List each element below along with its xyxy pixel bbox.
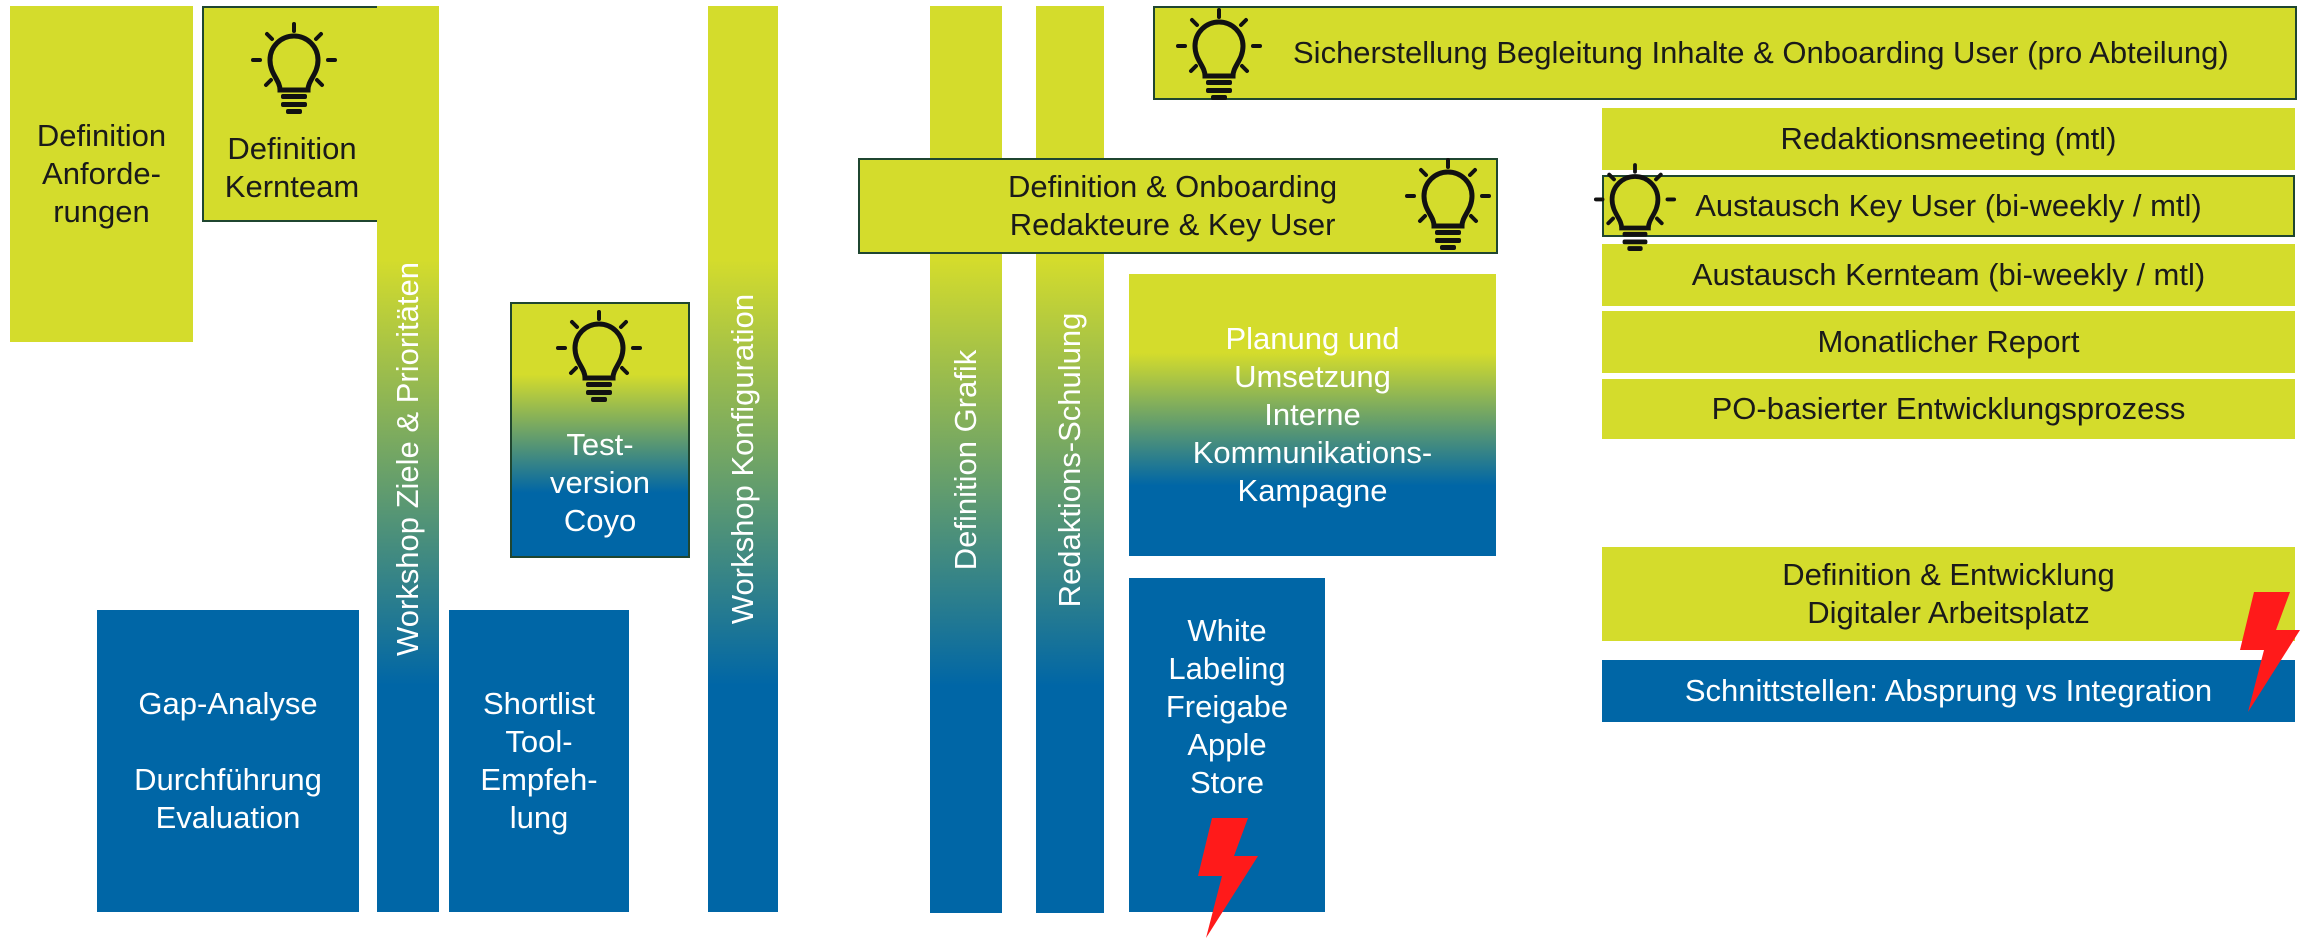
box-line: Anforde- <box>42 156 161 191</box>
box-line: Definition <box>227 131 357 166</box>
bar-redaktions-schulung: Redaktions-Schulung <box>1036 6 1104 913</box>
box-austausch-kernteam: Austausch Kernteam (bi-weekly / mtl) <box>1602 244 2295 306</box>
box-line: Redakteure & Key User <box>1009 207 1336 242</box>
box-line: Sicherstellung Begleitung Inhalte & Onbo… <box>1293 35 2229 70</box>
box-line: Austausch Kernteam (bi-weekly / mtl) <box>1691 257 2206 292</box>
box-line: lung <box>509 800 569 835</box>
box-line: Definition & Entwicklung <box>1782 557 2115 592</box>
box-line: Coyo <box>563 503 637 538</box>
box-definition-kernteam: Definition Kernteam <box>202 6 382 222</box>
box-definition-onboarding: Definition & Onboarding Redakteure & Key… <box>858 158 1498 254</box>
box-line: Apple <box>1187 727 1267 762</box>
box-line: Shortlist <box>483 686 595 721</box>
box-line: Schnittstellen: Absprung vs Integration <box>1684 673 2213 708</box>
box-line: Evaluation <box>155 800 301 835</box>
bar-workshop-ziele: Workshop Ziele & Prioritäten <box>377 6 439 912</box>
box-line: Labeling <box>1168 651 1286 686</box>
box-redaktionsmeeting: Redaktionsmeeting (mtl) <box>1602 108 2295 170</box>
box-line: Gap-Analyse <box>138 686 318 721</box>
box-line: rungen <box>53 194 150 229</box>
bar-label: Definition Grafik <box>948 349 983 570</box>
lightbulb-icon <box>556 310 642 402</box>
box-line: White <box>1187 613 1267 648</box>
box-sicherstellung: Sicherstellung Begleitung Inhalte & Onbo… <box>1153 6 2297 100</box>
box-po-prozess: PO-basierter Entwicklungsprozess <box>1602 379 2295 439</box>
box-line: Empfeh- <box>480 762 598 797</box>
box-line: Freigabe <box>1165 689 1289 724</box>
box-line: Definition <box>36 118 167 153</box>
box-line: Redaktionsmeeting (mtl) <box>1780 121 2117 156</box>
box-line: version <box>550 465 650 500</box>
box-line: Kernteam <box>224 169 360 204</box>
box-line: Durchführung <box>134 762 322 797</box>
bar-label: Redaktions-Schulung <box>1052 312 1087 607</box>
bar-label: Workshop Ziele & Prioritäten <box>390 262 425 656</box>
box-line: Store <box>1189 765 1265 800</box>
box-austausch-key-user: Austausch Key User (bi-weekly / mtl) <box>1602 175 2295 237</box>
box-line: Interne <box>1264 397 1361 432</box>
lightning-bolt-icon <box>2240 592 2300 712</box>
lightbulb-icon <box>1176 8 1262 100</box>
lightbulb-icon <box>251 22 337 114</box>
box-line: Test- <box>566 427 634 462</box>
box-line: Definition & Onboarding <box>1008 169 1338 204</box>
bar-workshop-konfiguration: Workshop Konfiguration <box>708 6 778 912</box>
box-testversion-coyo: Test- version Coyo <box>510 302 690 558</box>
box-planung-kampagne: Planung und Umsetzung Interne Kommunikat… <box>1129 274 1496 556</box>
bar-definition-grafik: Definition Grafik <box>930 6 1002 913</box>
box-line: Monatlicher Report <box>1817 324 2080 359</box>
box-line: Kommunikations- <box>1192 435 1433 470</box>
box-digitaler-arbeitsplatz: Definition & Entwicklung Digitaler Arbei… <box>1602 547 2295 641</box>
box-line: Umsetzung <box>1234 359 1391 394</box>
box-gap-analyse: Gap-Analyse Durchführung Evaluation <box>97 610 359 912</box>
box-definition-anforderungen: Definition Anforde- rungen <box>10 6 193 342</box>
box-line: Austausch Key User (bi-weekly / mtl) <box>1695 188 2202 223</box>
box-line: PO-basierter Entwicklungsprozess <box>1711 391 2186 426</box>
box-line: Planung und <box>1225 321 1400 356</box>
box-schnittstellen: Schnittstellen: Absprung vs Integration <box>1602 660 2295 722</box>
lightbulb-icon <box>1405 158 1491 250</box>
box-monatlicher-report: Monatlicher Report <box>1602 311 2295 373</box>
box-line: Digitaler Arbeitsplatz <box>1807 595 2090 630</box>
box-line: Kampagne <box>1237 473 1388 508</box>
lightning-bolt-icon <box>1198 818 1258 938</box>
lightbulb-icon <box>1593 163 1677 251</box>
bar-label: Workshop Konfiguration <box>725 293 760 625</box>
box-shortlist: Shortlist Tool- Empfeh- lung <box>449 610 629 912</box>
box-line: Tool- <box>505 724 573 759</box>
